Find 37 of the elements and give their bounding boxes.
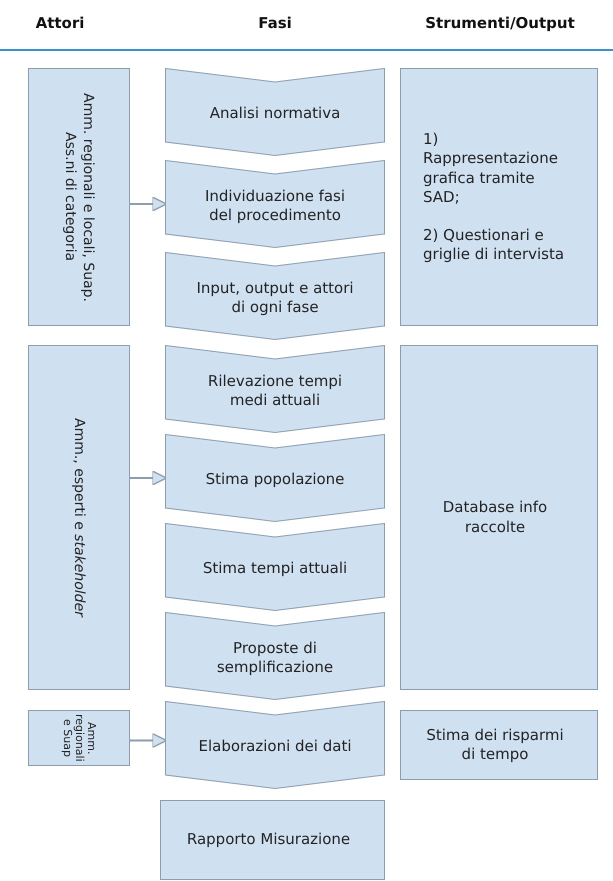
node-text: Rilevazione tempi medi attuali <box>206 372 344 410</box>
node-text: 1) Rappresentazione grafica tramite SAD; <box>423 130 559 208</box>
column-header: Fasi <box>257 14 293 32</box>
node-text: 2) Questionari e griglie di intervista <box>423 226 566 264</box>
node-text: Input, output e attori di ogni fase <box>195 278 355 318</box>
process-step <box>165 68 385 156</box>
output-box <box>400 345 598 690</box>
output-box <box>400 68 598 326</box>
process-step <box>165 434 385 522</box>
process-step <box>165 701 385 789</box>
node-text: Stima tempi attuali <box>202 559 348 579</box>
process-step <box>165 160 385 248</box>
node-text: Analisi normativa <box>210 104 340 124</box>
node-text: Rapporto Misurazione <box>186 830 350 850</box>
actor-box <box>28 68 130 326</box>
process-step <box>165 252 385 340</box>
node-text: Proposte di semplificazione <box>216 638 334 678</box>
node-text: Stima popolazione <box>206 470 344 490</box>
process-step <box>165 612 385 700</box>
output-box <box>400 710 598 780</box>
arrow <box>130 470 168 486</box>
node-text: Database info raccolte <box>442 498 548 537</box>
process-step <box>165 523 385 611</box>
column-header: Strumenti/Output <box>424 14 576 32</box>
node-text: Amm. regionali e Suap <box>60 714 98 762</box>
process-step <box>165 345 385 433</box>
node-text: Amm. regionali e locali, Suap. Ass.ni di categoria <box>61 92 98 304</box>
arrow <box>130 732 168 748</box>
actor-box <box>28 710 130 766</box>
node-text: Individuazione fasi del procedimento <box>204 186 346 226</box>
arrow <box>130 196 168 212</box>
node-text: Stima dei risparmi di tempo <box>425 726 565 764</box>
column-header: Attori <box>34 14 86 32</box>
node-text: Elaborazioni dei dati <box>198 737 352 757</box>
report-box <box>160 800 385 880</box>
node-text: Amm., esperti e stakeholder <box>70 418 88 617</box>
actor-box <box>28 345 130 690</box>
